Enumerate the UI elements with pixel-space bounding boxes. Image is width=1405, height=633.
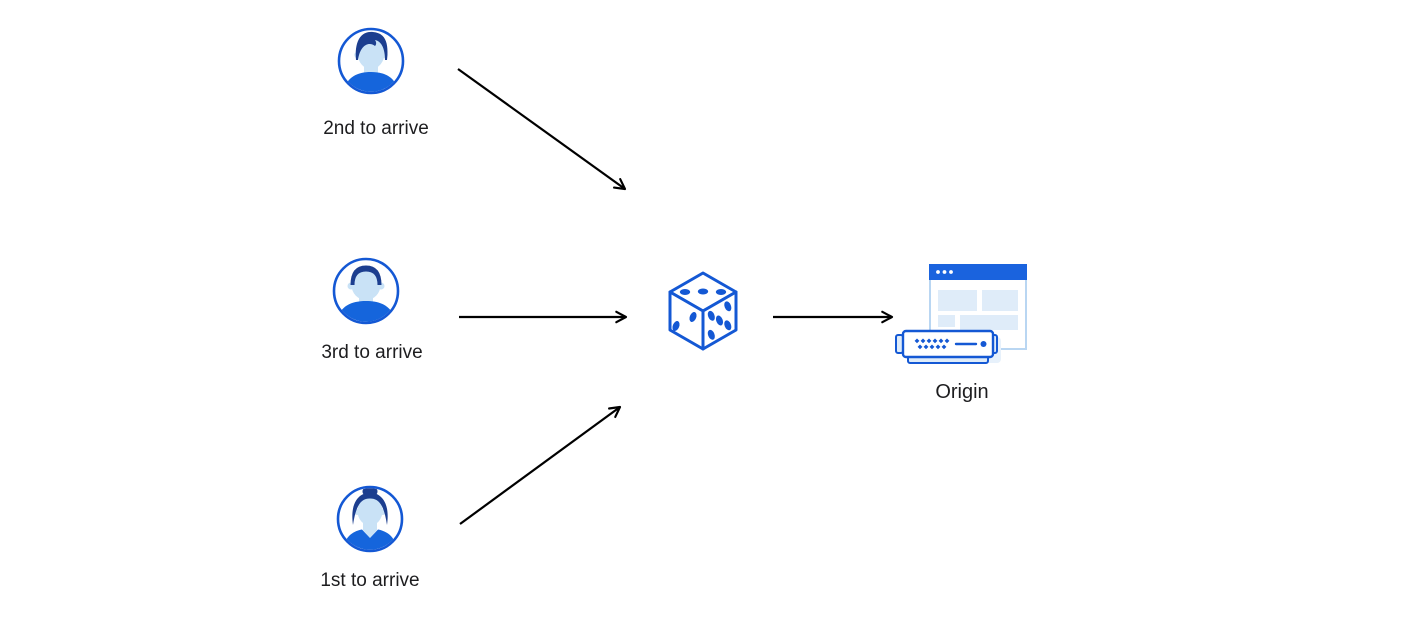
vent-diamond xyxy=(929,344,935,350)
avatar-hair xyxy=(355,31,388,60)
user-avatar-3rd-to-arrive xyxy=(332,257,400,325)
dice-pips-left xyxy=(672,312,697,331)
dice-pip xyxy=(679,289,691,295)
user-avatar-2nd-to-arrive xyxy=(337,27,405,95)
server-vents xyxy=(914,338,950,350)
server-indicator-dot xyxy=(980,341,987,347)
dice-pip xyxy=(689,312,697,322)
dice-icon xyxy=(668,271,738,351)
dice-pip xyxy=(724,320,732,331)
vent-diamond xyxy=(941,344,947,350)
vent-diamond xyxy=(917,344,923,350)
vent-diamond xyxy=(920,338,926,344)
arrow-2nd-to-dice xyxy=(457,68,627,191)
vent-diamond xyxy=(944,338,950,344)
browser-content-block xyxy=(938,315,955,327)
browser-content-block xyxy=(982,290,1018,311)
client-label-1st: 1st to arrive xyxy=(320,570,419,591)
browser-titlebar xyxy=(929,264,1027,280)
arrow-1st-to-dice xyxy=(459,405,622,525)
dice-pips-right xyxy=(707,301,732,340)
client-label-2nd: 2nd to arrive xyxy=(323,118,429,139)
dice-pip xyxy=(672,321,680,331)
vent-diamond xyxy=(926,338,932,344)
vent-diamond xyxy=(914,338,920,344)
vent-diamond xyxy=(932,338,938,344)
titlebar-dot xyxy=(949,270,953,274)
origin-label: Origin xyxy=(935,381,988,403)
browser-content-block xyxy=(960,315,1018,330)
dice-pip xyxy=(715,315,724,326)
browser-content-block xyxy=(938,290,977,311)
user-avatar-1st-to-arrive xyxy=(336,485,404,553)
avatar-face xyxy=(357,496,383,526)
avatar-hair xyxy=(352,492,388,525)
dice-pips-top xyxy=(679,288,727,295)
server-body xyxy=(901,329,995,359)
origin-server-icon xyxy=(895,264,1027,364)
avatar-ring xyxy=(332,257,400,325)
avatar-hair xyxy=(350,265,382,285)
dice-pip xyxy=(715,289,727,295)
avatar-face xyxy=(351,270,381,300)
titlebar-dot xyxy=(942,270,947,274)
vent-diamond xyxy=(923,344,929,350)
dice-pip xyxy=(724,301,732,312)
dice-pip xyxy=(707,329,715,340)
titlebar-dot xyxy=(936,270,940,274)
dice-pip xyxy=(707,310,715,321)
avatar-neck xyxy=(363,521,377,538)
dice-pip xyxy=(697,288,709,295)
client-label-3rd: 3rd to arrive xyxy=(321,342,422,363)
avatar-ring xyxy=(336,485,404,553)
avatar-ring xyxy=(337,27,405,95)
vent-diamond xyxy=(935,344,941,350)
vent-diamond xyxy=(938,338,944,344)
